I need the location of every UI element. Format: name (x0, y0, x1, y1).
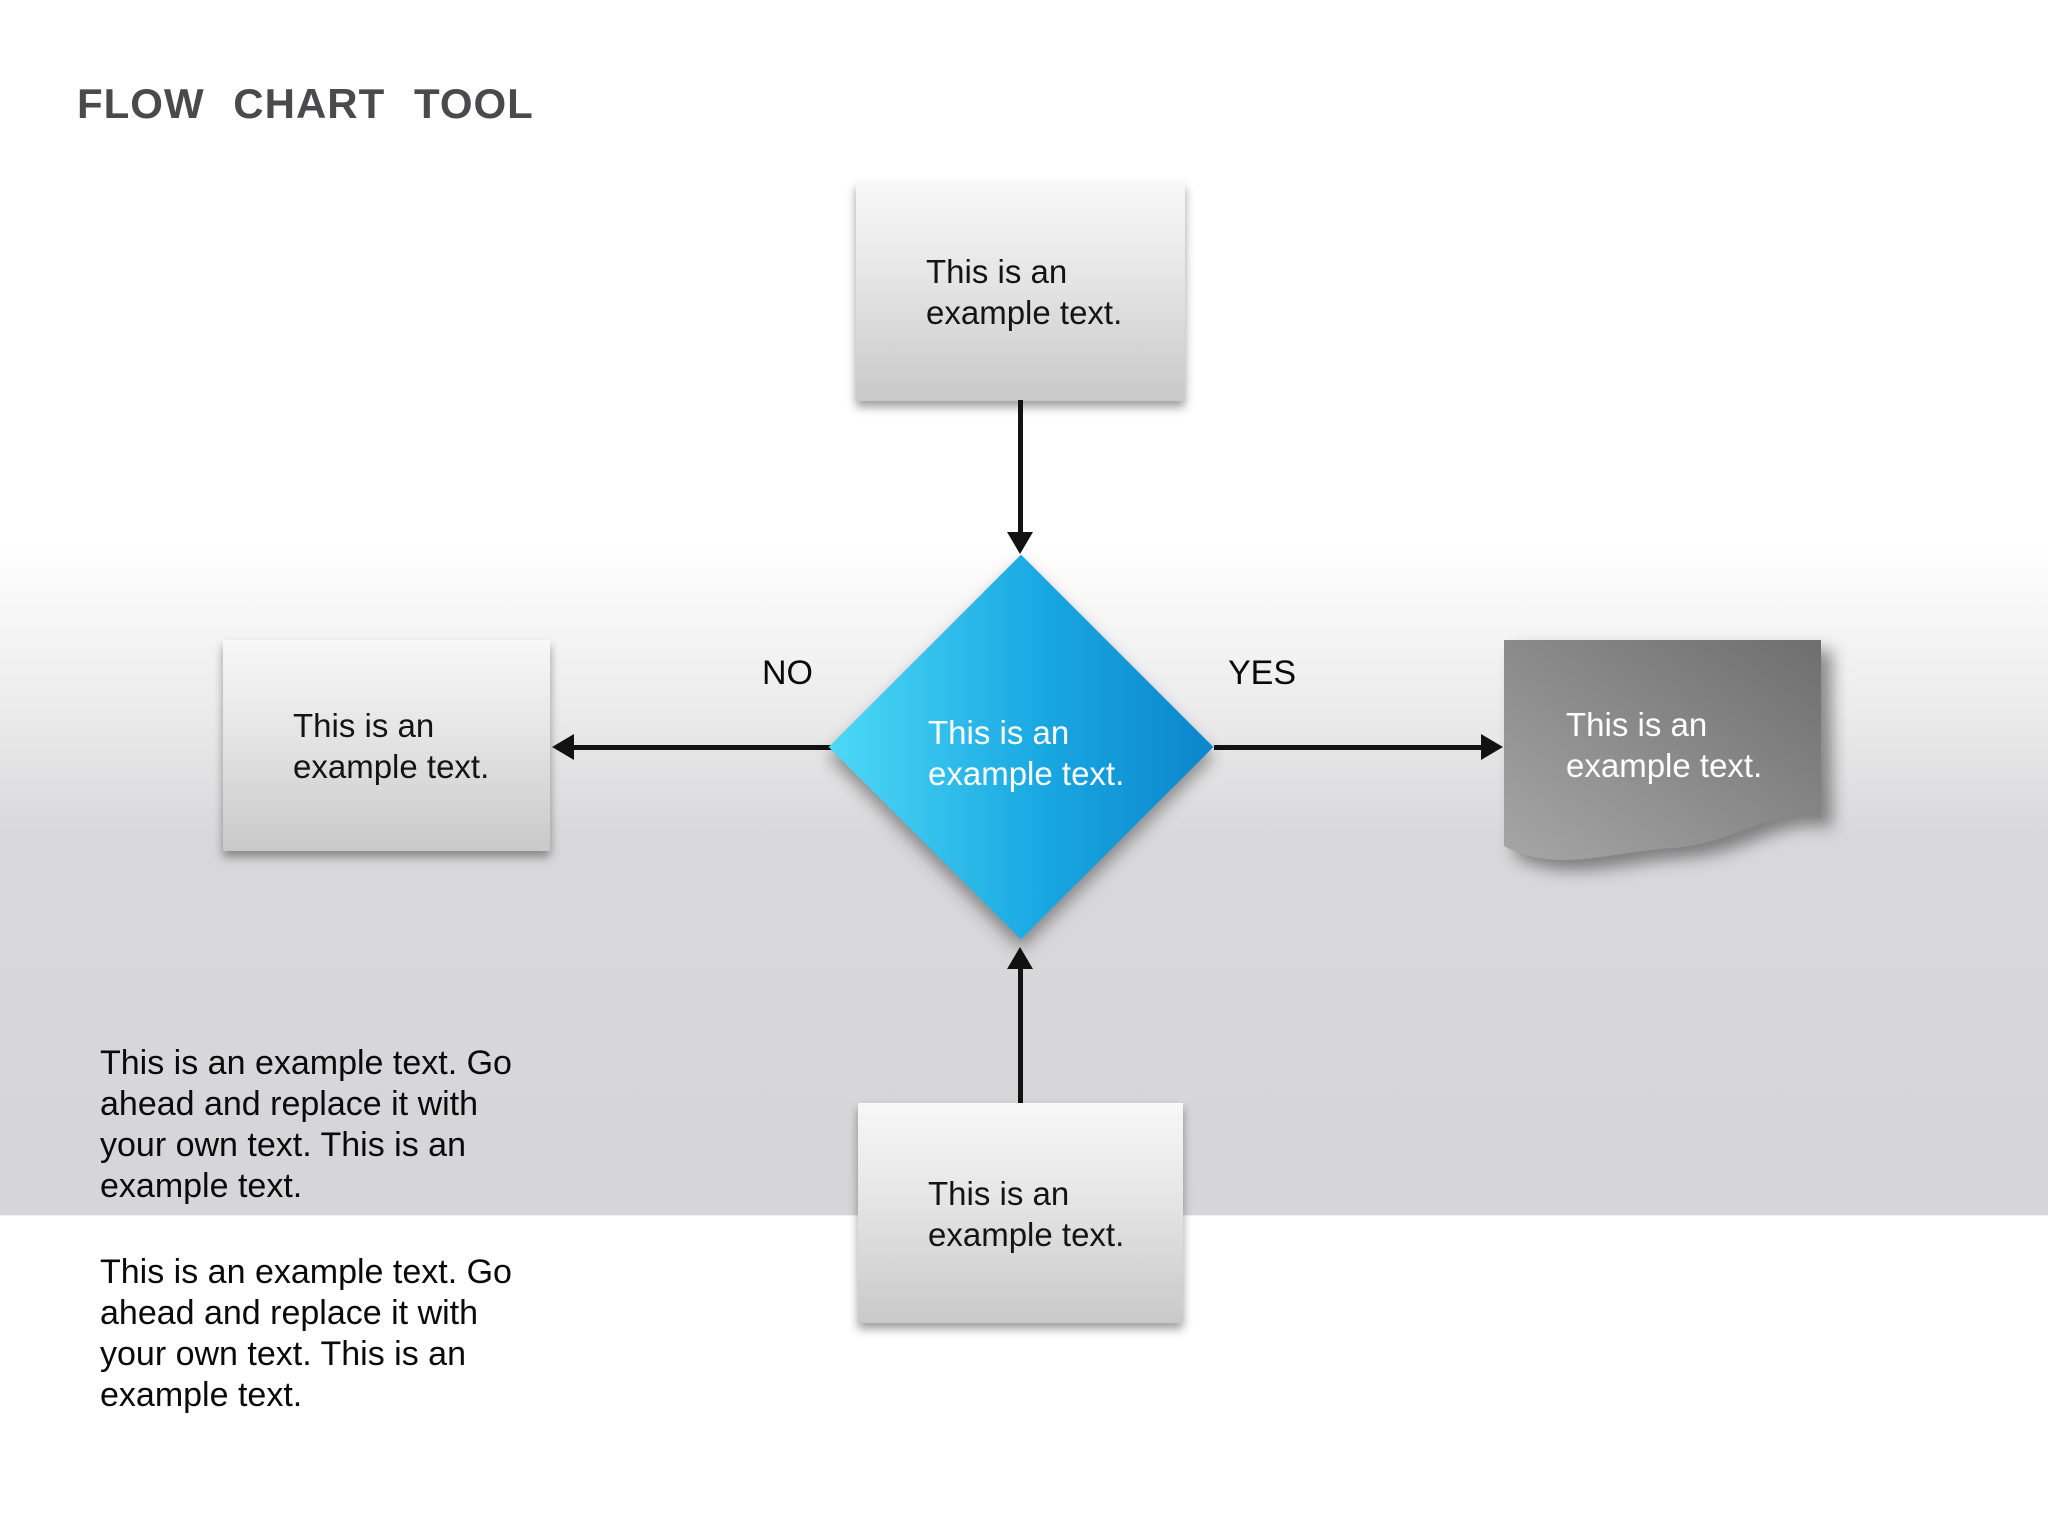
arrow-line (1018, 967, 1023, 1103)
node-label: This is an example text. (928, 714, 1125, 792)
node-label: This is an example text. (1566, 706, 1763, 784)
edge-label-no: NO (762, 654, 813, 692)
node-label: This is an example text. (928, 1174, 1125, 1253)
node-label: This is an example text. (293, 707, 490, 785)
document-shape-icon (1504, 640, 1821, 860)
node-label: This is an example text. (926, 253, 1123, 331)
arrow-line (1214, 745, 1482, 750)
node-document-shape[interactable] (1504, 640, 1821, 876)
example-paragraph-1: This is an example text. Go ahead and re… (100, 1044, 512, 1205)
arrowhead-up-icon (1007, 947, 1033, 969)
arrowhead-right-icon (1481, 734, 1503, 760)
edge-label-yes: YES (1228, 654, 1297, 692)
arrow-line (572, 745, 832, 750)
example-paragraph-2: This is an example text. Go ahead and re… (100, 1253, 512, 1414)
node-left-process-box[interactable]: This is an example text. (223, 640, 550, 851)
node-top-process-box[interactable]: This is an example text. (856, 182, 1185, 401)
node-bottom-process-box[interactable]: This is an example text. (858, 1103, 1183, 1323)
page-title: FLOW CHART TOOL (77, 80, 534, 127)
arrowhead-left-icon (552, 734, 574, 760)
arrow-line (1018, 400, 1023, 536)
arrowhead-down-icon (1007, 532, 1033, 554)
